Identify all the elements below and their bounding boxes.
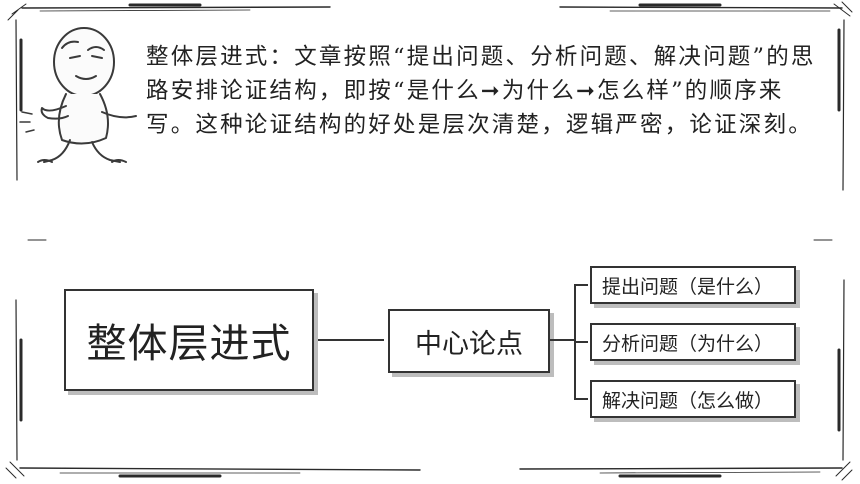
branch-box-3: 解决问题（怎么做） bbox=[590, 380, 796, 418]
bracket-branch-3 bbox=[574, 398, 588, 400]
branch-box-2: 分析问题（为什么） bbox=[590, 323, 796, 361]
branch-label-1: 提出问题（是什么） bbox=[602, 275, 774, 298]
branch-box-1: 提出问题（是什么） bbox=[590, 266, 796, 304]
doodle-character-icon bbox=[19, 27, 137, 163]
center-node-box: 中心论点 bbox=[388, 309, 550, 373]
center-to-bracket-connector bbox=[550, 339, 574, 341]
bracket-branch-1 bbox=[574, 284, 588, 286]
center-node-label: 中心论点 bbox=[415, 328, 523, 360]
main-node-box: 整体层进式 bbox=[64, 289, 314, 391]
main-node-label: 整体层进式 bbox=[86, 321, 292, 367]
bracket-branch-2 bbox=[574, 341, 588, 343]
main-to-center-connector bbox=[318, 339, 384, 341]
branch-label-2: 分析问题（为什么） bbox=[602, 332, 774, 355]
branch-label-3: 解决问题（怎么做） bbox=[602, 389, 774, 412]
intro-paragraph: 整体层进式：文章按照“提出问题、分析问题、解决问题”的思路安排论证结构，即按“是… bbox=[146, 44, 816, 138]
